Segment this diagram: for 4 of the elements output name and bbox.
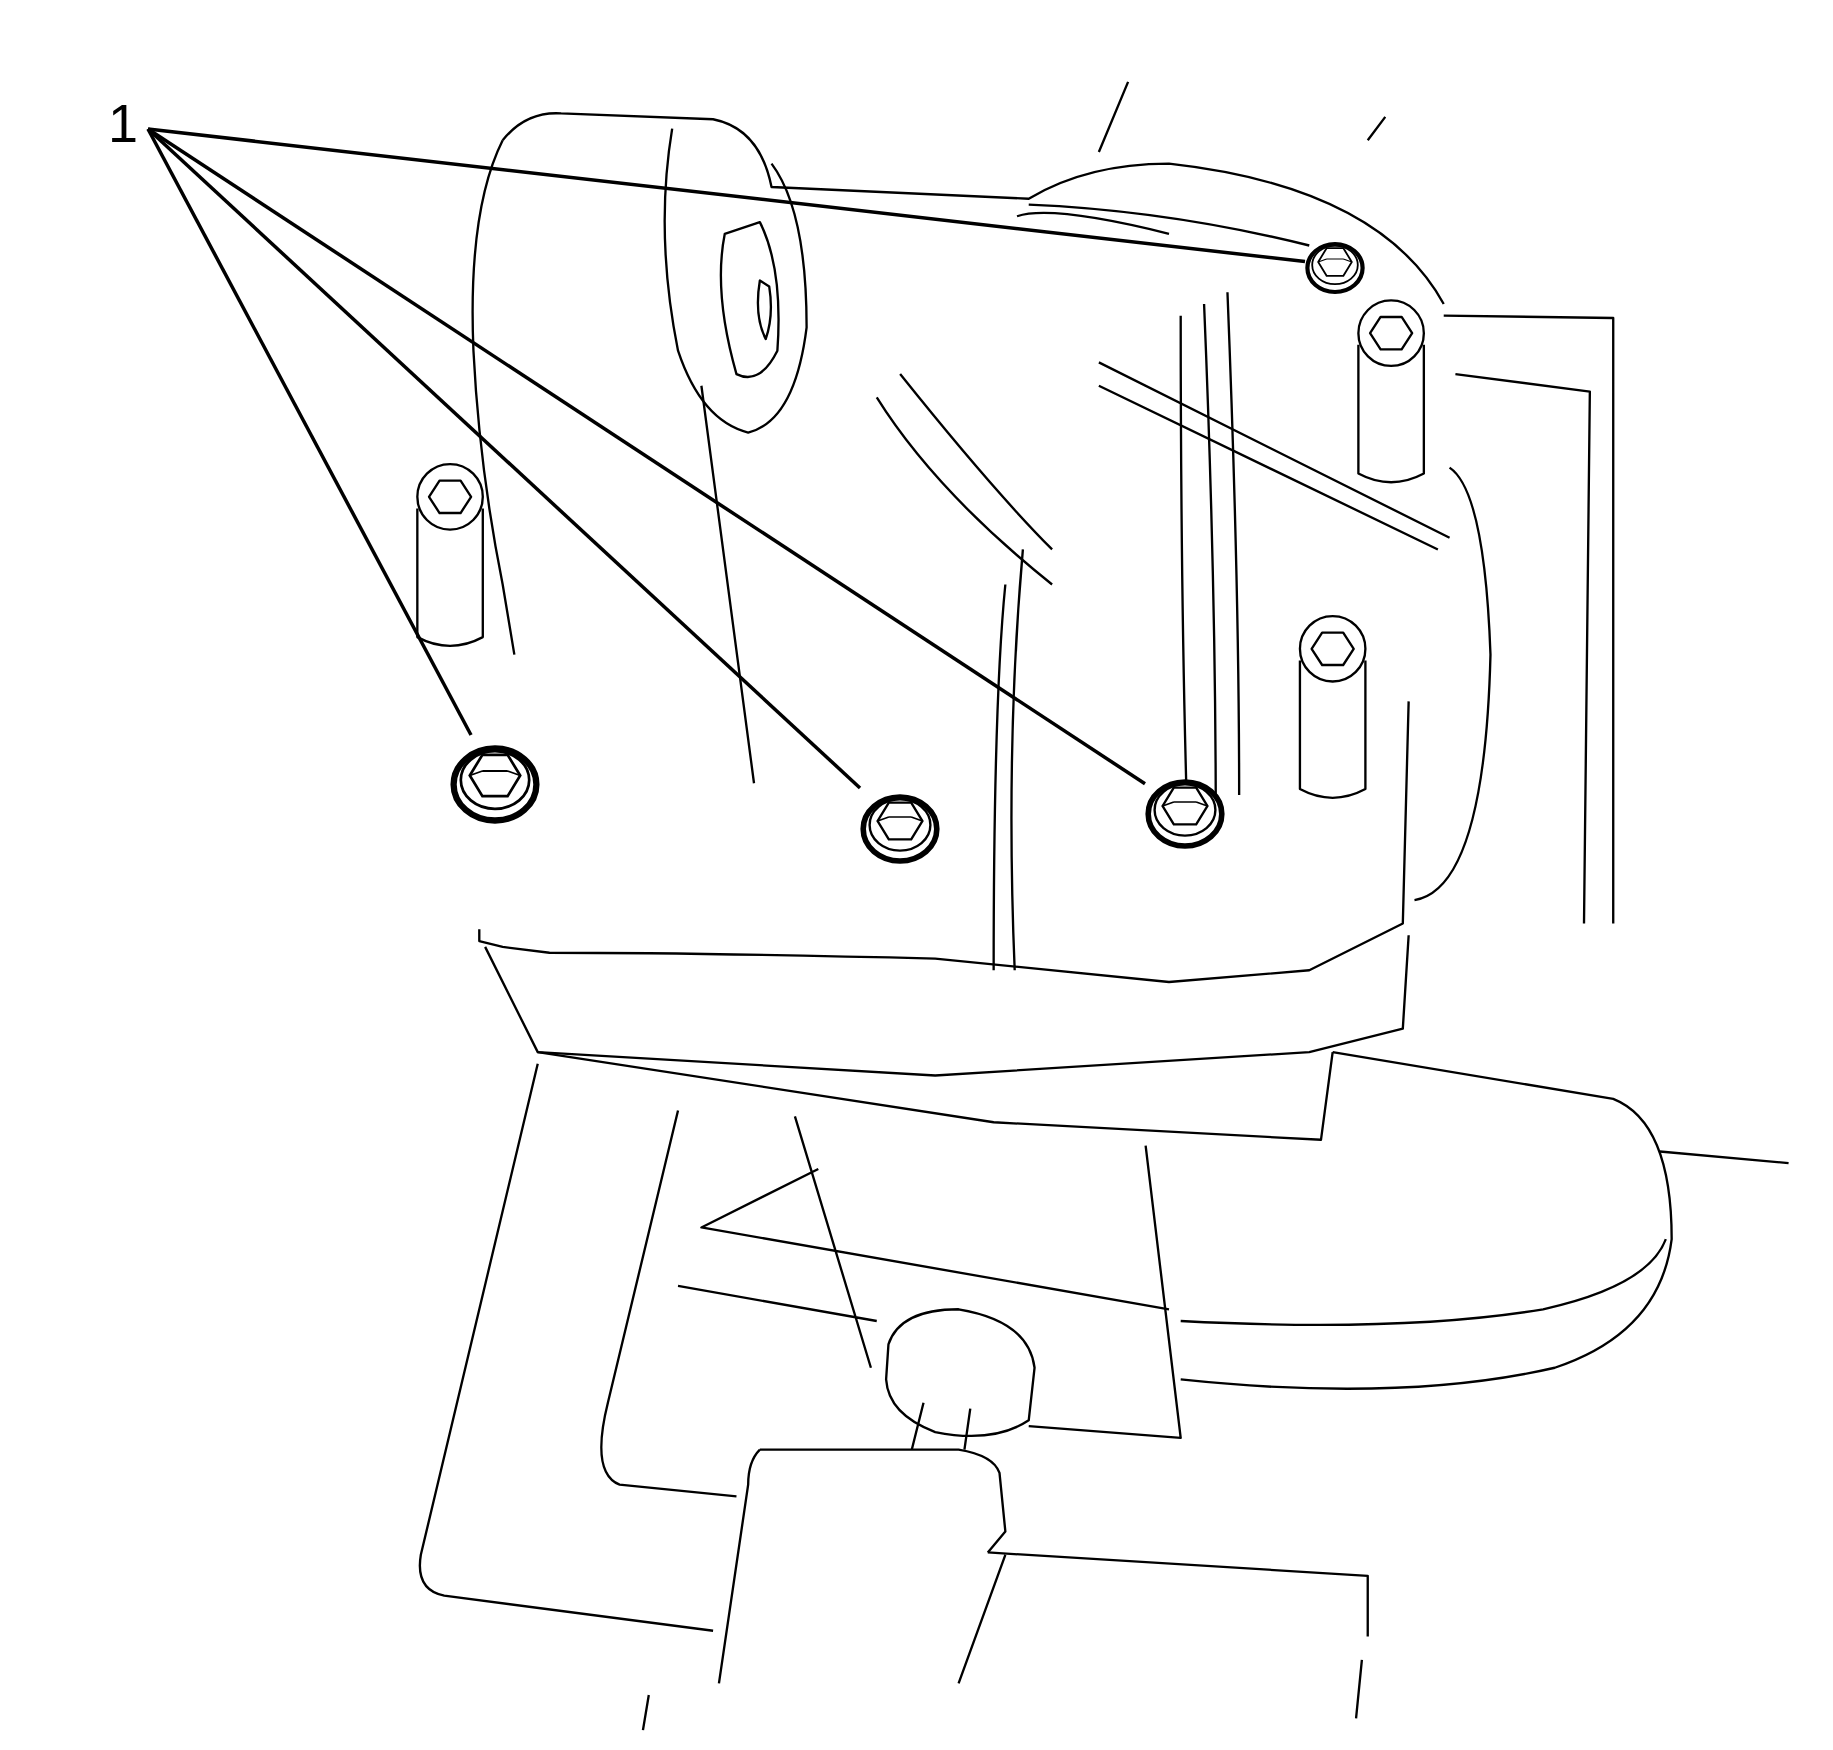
leader-line	[146, 127, 862, 790]
leader-line	[146, 128, 473, 736]
leader-line	[147, 127, 1306, 264]
callout-number: 1	[108, 96, 148, 152]
